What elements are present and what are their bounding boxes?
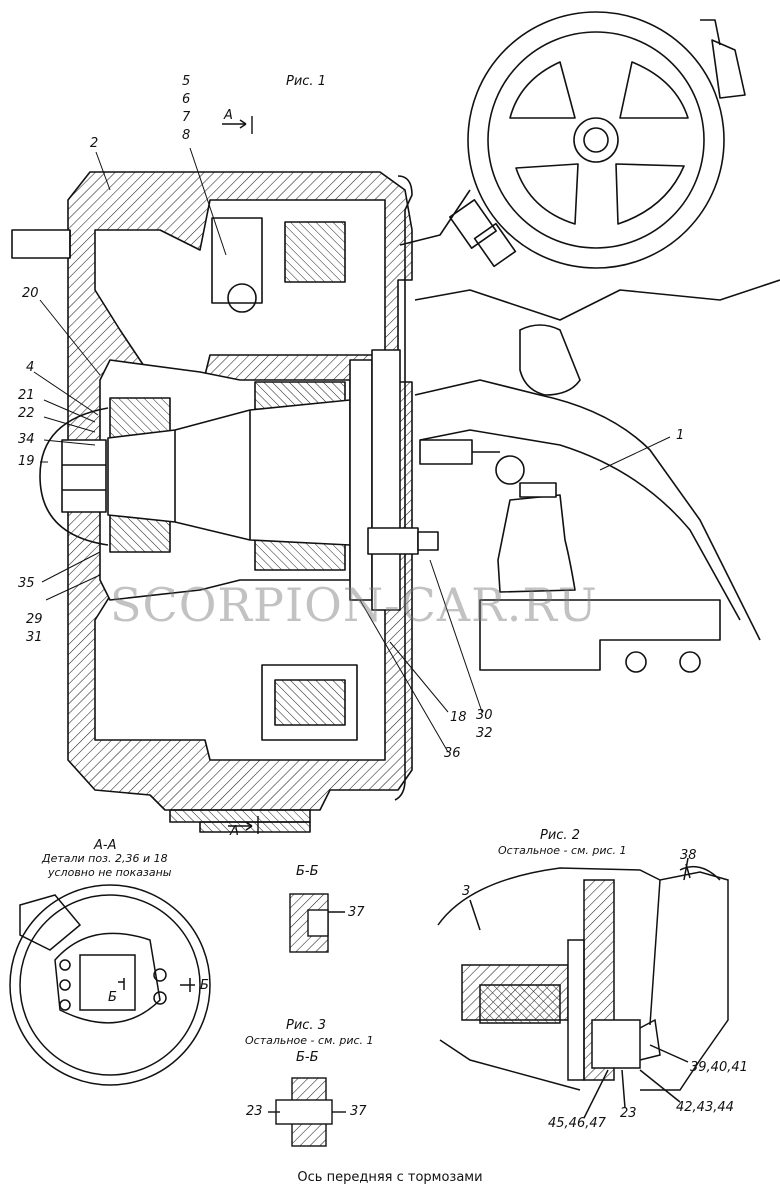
section-aa-marker-b-outer: Б	[200, 978, 209, 993]
section-a-marker-top	[222, 116, 253, 134]
label-32: 32	[476, 726, 493, 741]
label-6: 6	[182, 92, 191, 107]
watermark: SCORPION-CAR.RU	[110, 578, 598, 632]
label-30: 30	[476, 708, 493, 723]
section-a-label-bottom: А	[230, 824, 239, 839]
hub-housing-drawing	[11, 171, 413, 811]
fig2-note: Остальное - см. рис. 1	[498, 844, 627, 857]
section-aa-title: А-А	[94, 838, 117, 853]
fig3-title: Рис. 3	[286, 1018, 326, 1033]
fig2-label-23: 23	[620, 1106, 637, 1121]
section-a-marker-bottom	[228, 816, 259, 834]
label-4: 4	[26, 360, 35, 375]
label-31: 31	[26, 630, 43, 645]
fig3-label-23: 23	[246, 1104, 263, 1119]
section-aa-note-line1: Детали поз. 2,36 и 18	[42, 852, 168, 865]
label-35: 35	[18, 576, 35, 591]
label-34: 34	[18, 432, 35, 447]
label-21: 21	[18, 388, 35, 403]
brake-lining-drawing	[169, 809, 311, 833]
section-bb-top-drawing	[289, 893, 345, 953]
section-aa-drawing	[9, 884, 211, 1086]
section-aa-marker-b-inner: Б	[108, 990, 117, 1005]
label-7: 7	[182, 110, 191, 125]
fig2-drawing	[437, 857, 729, 1119]
fig2-label-38: 38	[680, 848, 697, 863]
leader-lines	[33, 147, 671, 753]
fig3-label-37: 37	[350, 1104, 367, 1119]
label-1: 1	[676, 428, 685, 443]
fig1-title: Рис. 1	[286, 74, 326, 89]
label-22: 22	[18, 406, 35, 421]
label-36: 36	[444, 746, 461, 761]
label-29: 29	[26, 612, 43, 627]
axle-beam-drawing	[367, 279, 780, 673]
section-a-label-top: А	[224, 108, 233, 123]
label-18: 18	[450, 710, 467, 725]
label-20: 20	[22, 286, 39, 301]
fig3-note: Остальное - см. рис. 1	[245, 1034, 374, 1047]
label-8: 8	[182, 128, 191, 143]
fig3-drawing	[268, 1077, 346, 1147]
label-2: 2	[90, 136, 99, 151]
section-aa-note-line2: условно не показаны	[48, 866, 172, 879]
fig2-label-39-40-41: 39,40,41	[690, 1060, 748, 1075]
drawing-caption: Ось передняя с тормозами	[297, 1170, 483, 1185]
fig2-label-3: 3	[462, 884, 471, 899]
section-bb-title: Б-Б	[296, 864, 319, 879]
fig2-title: Рис. 2	[540, 828, 580, 843]
fig2-label-45-46-47: 45,46,47	[548, 1116, 606, 1131]
steering-lever-drawing	[399, 11, 746, 269]
label-5: 5	[182, 74, 191, 89]
label-19: 19	[18, 454, 35, 469]
fig3-section: Б-Б	[296, 1050, 319, 1065]
section-bb-label-37: 37	[348, 905, 365, 920]
fig2-label-42-43-44: 42,43,44	[676, 1100, 734, 1115]
